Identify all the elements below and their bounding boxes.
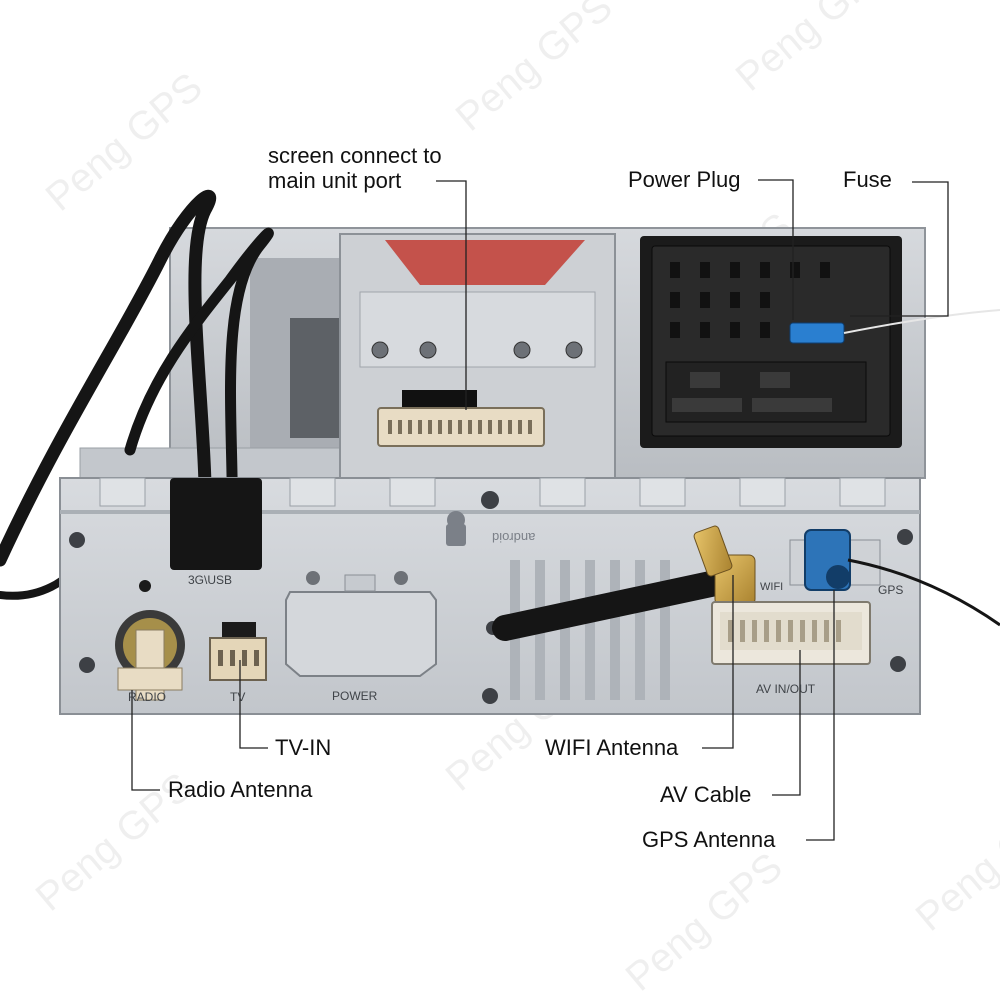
- screen-connect-label-line2: main unit port: [268, 168, 402, 193]
- usb-3g-label: 3G\USB: [188, 573, 233, 587]
- power-cutout: [285, 591, 437, 677]
- screw-icon: [513, 341, 531, 359]
- av-cable-port: [711, 601, 871, 665]
- wifi-label: WIFI: [760, 581, 784, 593]
- screen-connector-bracket: [339, 233, 616, 483]
- screw-icon: [79, 657, 95, 673]
- wifi-antenna-label: WIFI Antenna: [545, 735, 679, 760]
- gps-antenna-label: GPS Antenna: [642, 827, 776, 852]
- screw-icon: [482, 688, 498, 704]
- screw-icon: [69, 532, 85, 548]
- screw-icon: [890, 656, 906, 672]
- screw-icon: [394, 571, 408, 585]
- fuse-label: Fuse: [843, 167, 892, 192]
- power-plug-label: Power Plug: [628, 167, 741, 192]
- wifi-antenna: [492, 525, 756, 641]
- radio-label: RADIO: [128, 690, 167, 704]
- android-label: android: [492, 530, 536, 545]
- av-cable-label: AV Cable: [660, 782, 752, 807]
- radio-antenna-port: [115, 610, 185, 701]
- screw-icon: [897, 529, 913, 545]
- screw-icon: [565, 341, 583, 359]
- screw-icon: [419, 341, 437, 359]
- fuse-icon: [789, 322, 845, 344]
- screw-icon: [306, 571, 320, 585]
- power-plug-connector: [640, 236, 902, 448]
- callout-lines: [131, 179, 949, 841]
- gps-antenna-port: [789, 529, 1000, 627]
- tv-in-label: TV-IN: [275, 735, 332, 760]
- radio-antenna-label: Radio Antenna: [168, 777, 313, 802]
- screen-connect-label-line1: screen connect to: [268, 143, 442, 168]
- gps-label: GPS: [878, 583, 904, 597]
- screw-icon: [481, 491, 499, 509]
- tv-in-port: [209, 622, 267, 681]
- usb-3g-grommet: [170, 478, 262, 570]
- screw-icon: [371, 341, 389, 359]
- android-logo-icon: [446, 511, 466, 546]
- av-in-out-label: AV IN/OUT: [756, 682, 816, 696]
- tv-label: TV: [230, 690, 246, 704]
- power-label: POWER: [332, 689, 378, 703]
